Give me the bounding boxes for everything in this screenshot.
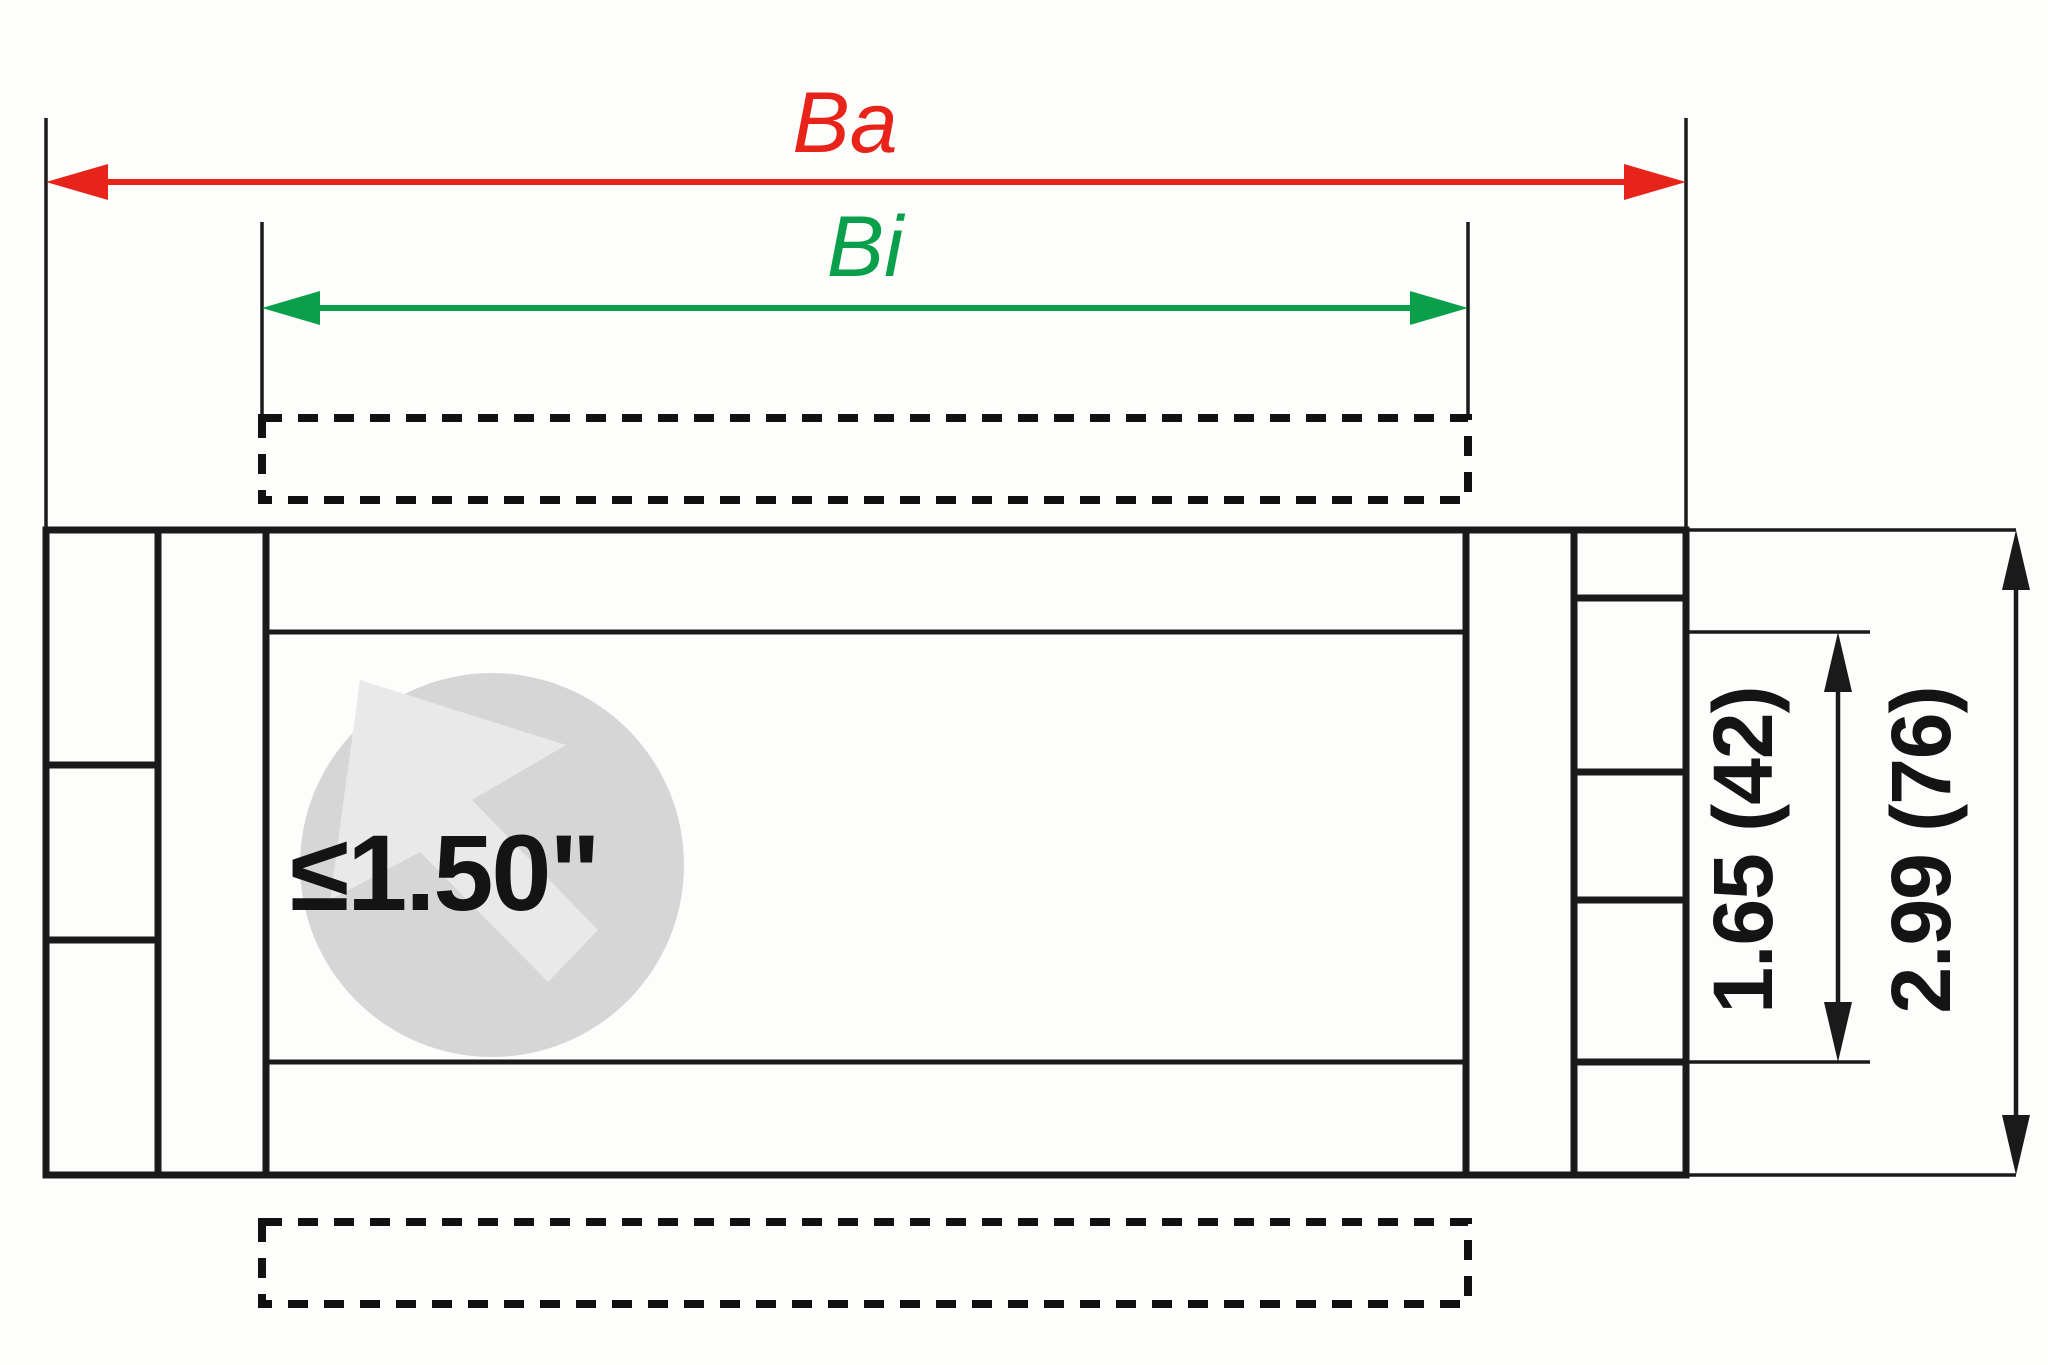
dimension-inner-height: 1.65 (42) xyxy=(1696,632,1852,1062)
left-outer-flange xyxy=(42,526,162,1179)
extension-lines xyxy=(44,118,1688,530)
dimension-bi-arrowhead-left xyxy=(262,291,320,325)
right-inner-flange xyxy=(1462,526,1578,1179)
dimension-outer-height: 2.99 (76) xyxy=(1874,530,2030,1175)
dimension-ba: Ba xyxy=(46,75,1686,200)
dimension-outer-height-arrowhead-top xyxy=(2002,530,2030,590)
max-shaft-callout-label: ≤1.50" xyxy=(290,812,599,933)
hidden-outline-bottom xyxy=(258,1218,1472,1308)
watermark xyxy=(300,673,684,1057)
dimension-outer-height-arrowhead-bottom xyxy=(2002,1115,2030,1175)
watermark-cursor-icon xyxy=(330,680,598,982)
dimension-bi-label: Bi xyxy=(827,199,906,295)
dimension-inner-height-arrowhead-bottom xyxy=(1824,1002,1852,1062)
max-shaft-callout: ≤1.50" xyxy=(290,812,601,933)
right-dimension-extension-lines xyxy=(1686,528,2016,1177)
dimension-outer-height-label: 2.99 (76) xyxy=(1874,686,1968,1013)
right-outer-flange xyxy=(1570,526,1690,1179)
dimension-ba-arrowhead-left xyxy=(46,164,108,200)
hidden-rectangle-bottom xyxy=(258,1218,1472,1308)
dimension-ba-arrowhead-right xyxy=(1624,164,1686,200)
dimension-bi: Bi xyxy=(262,199,1468,325)
dimension-inner-height-label: 1.65 (42) xyxy=(1696,686,1790,1013)
housing-body xyxy=(42,526,1690,1179)
hidden-outline-top xyxy=(258,414,1472,504)
hidden-rectangle-top xyxy=(258,414,1472,504)
left-inner-flange xyxy=(154,526,270,1179)
dimension-inner-height-arrowhead-top xyxy=(1824,632,1852,692)
dimension-bi-arrowhead-right xyxy=(1410,291,1468,325)
dimension-ba-label: Ba xyxy=(792,75,897,171)
